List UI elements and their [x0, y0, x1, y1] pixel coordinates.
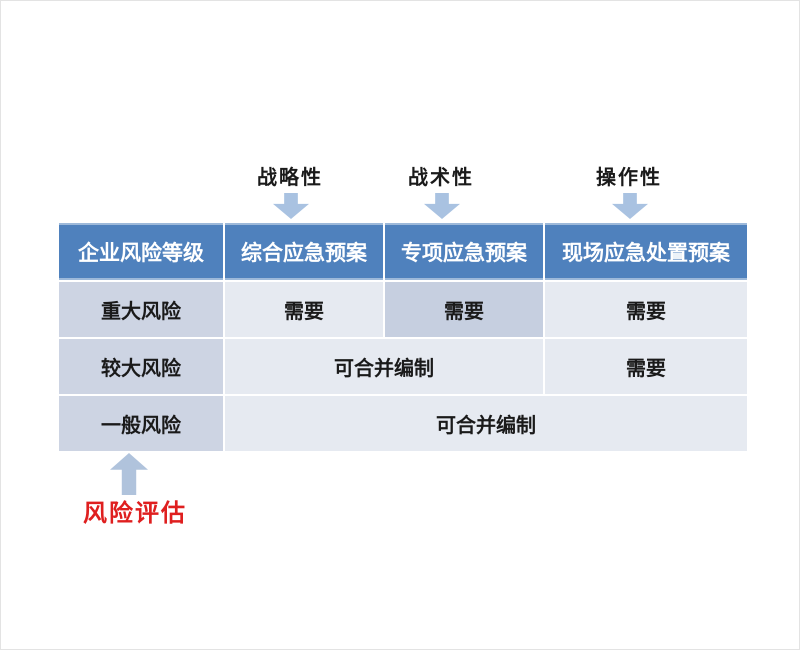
down-arrow-icon [424, 193, 460, 219]
row-general-level: 一般风险 [59, 396, 223, 451]
annotation-risk-assessment: 风险评估 [83, 498, 187, 527]
header-special-plan: 专项应急预案 [385, 223, 543, 280]
up-arrow-icon [110, 453, 148, 495]
row-larger-merged-cell: 可合并编制 [225, 339, 543, 394]
annotation-strategic: 战略性 [257, 165, 323, 189]
row-major-special: 需要 [385, 282, 543, 337]
annotation-tactical: 战术性 [408, 165, 474, 189]
header-onsite-plan: 现场应急处置预案 [545, 223, 747, 280]
down-arrow-icon [273, 193, 309, 219]
row-larger-onsite: 需要 [545, 339, 747, 394]
annotation-operational: 操作性 [596, 165, 662, 189]
row-major-comprehensive: 需要 [225, 282, 383, 337]
header-comprehensive-plan: 综合应急预案 [225, 223, 383, 280]
risk-plan-table: 企业风险等级 综合应急预案 专项应急预案 现场应急处置预案 重大风险 需要 需要… [59, 223, 747, 451]
row-major-level: 重大风险 [59, 282, 223, 337]
header-risk-level: 企业风险等级 [59, 223, 223, 280]
row-larger-level: 较大风险 [59, 339, 223, 394]
down-arrow-icon [612, 193, 648, 219]
row-general-merged-cell: 可合并编制 [225, 396, 747, 451]
row-major-onsite: 需要 [545, 282, 747, 337]
